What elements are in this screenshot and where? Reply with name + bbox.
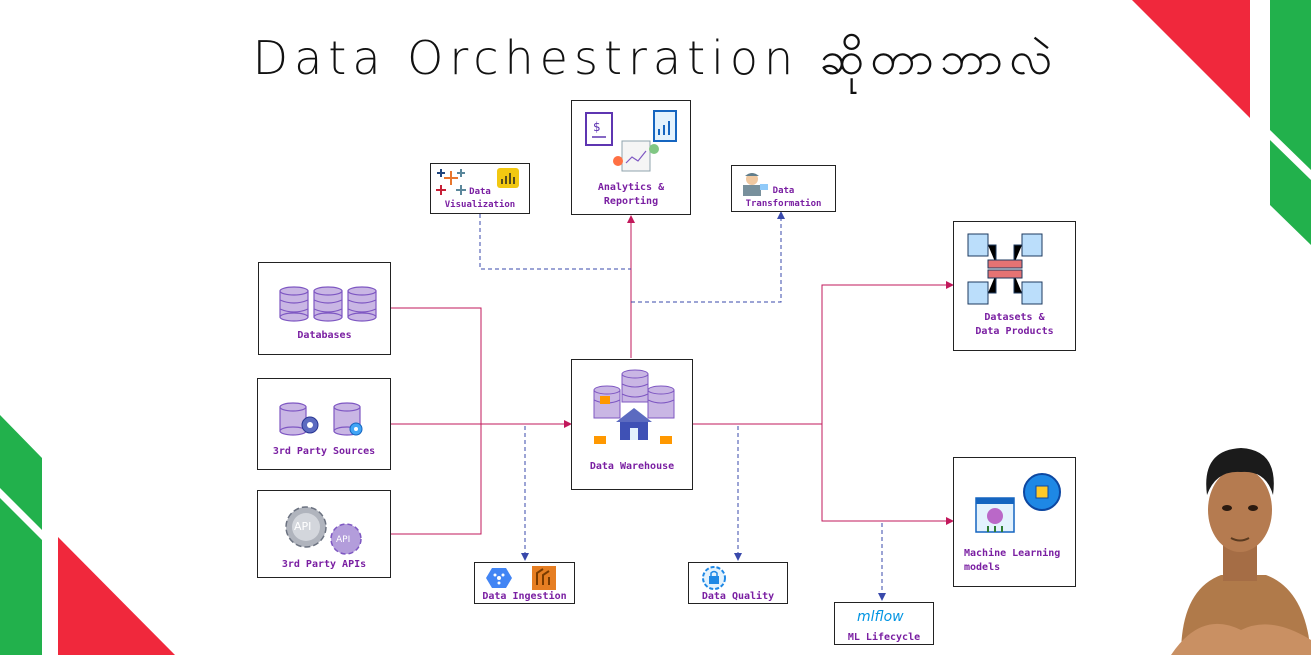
third-party-apis-node[interactable]: API API 3rd Party APIs [257, 490, 391, 578]
quality-icon [702, 566, 726, 590]
ml-models-label: Machine Learning models [964, 548, 1061, 573]
data-quality-node[interactable]: Data Quality [688, 562, 788, 604]
ml-models-node[interactable]: Machine Learning models [953, 457, 1076, 587]
data-visualization-label: Data Visualization [444, 187, 516, 210]
data-warehouse-label: Data Warehouse [589, 461, 675, 472]
mlflow-logo: mlflow [857, 609, 904, 625]
data-transformation-label: Data Transformation [745, 186, 822, 209]
svg-text:$: $ [593, 120, 601, 134]
third-party-sources-label: 3rd Party Sources [272, 446, 376, 457]
bottom-left-white-gap [0, 488, 42, 540]
third-party-apis-label: 3rd Party APIs [281, 559, 367, 570]
report-icon: $ [585, 110, 677, 172]
engineer-icon [743, 173, 768, 196]
data-warehouse-node[interactable]: Data Warehouse [571, 359, 693, 490]
datasets-products-node[interactable]: Datasets & Data Products [953, 221, 1076, 351]
databases-label: Databases [297, 330, 352, 341]
mlflow-logo-text: mlflow [857, 609, 904, 625]
line-warehouse-right [693, 281, 954, 425]
third-party-sources-node[interactable]: 3rd Party Sources [257, 378, 391, 470]
api-text-small: API [336, 535, 351, 545]
dash-transformation [631, 211, 785, 303]
tableau-icon [436, 169, 466, 195]
datasets-products-label: Datasets & Data Products [975, 312, 1054, 337]
top-right-red-shape [1132, 0, 1250, 118]
presenter-avatar [1171, 448, 1311, 655]
api-gear-icon [285, 506, 362, 555]
databases-node[interactable]: Databases [258, 262, 391, 355]
data-quality-label: Data Quality [701, 591, 775, 602]
api-text: API [294, 520, 312, 533]
analytics-reporting-node[interactable]: $ Analytics & Reporting [571, 100, 691, 215]
bottom-left-red-shape [58, 537, 175, 655]
ml-lifecycle-label: ML Lifecycle [847, 632, 921, 643]
top-right-white-gap [1270, 130, 1311, 180]
line-to-ml [821, 424, 954, 525]
top-right-green-shape [1270, 0, 1311, 245]
data-ingestion-node[interactable]: Data Ingestion [474, 562, 575, 604]
data-transformation-node[interactable]: Data Transformation [731, 165, 836, 212]
pubsub-icon [486, 568, 512, 588]
ml-lifecycle-node[interactable]: mlflow ML Lifecycle [834, 602, 934, 645]
bottom-left-green-shape [0, 415, 42, 655]
line-databases [391, 307, 482, 535]
power-bi-icon [497, 168, 519, 188]
analytics-reporting-label: Analytics & Reporting [597, 182, 665, 207]
database-icon [279, 286, 377, 322]
kinesis-icon [532, 566, 556, 590]
dash-visualization [479, 214, 631, 270]
slide-title: Data Orchestration ဆိုတာဘာလဲ [252, 31, 1059, 85]
warehouse-icon [593, 369, 675, 444]
database-gear-icon [279, 402, 363, 436]
dataset-network-icon [967, 233, 1043, 305]
data-ingestion-label: Data Ingestion [482, 591, 567, 602]
data-visualization-node[interactable]: Data Visualization [430, 163, 530, 214]
brain-chip-icon [975, 473, 1061, 533]
